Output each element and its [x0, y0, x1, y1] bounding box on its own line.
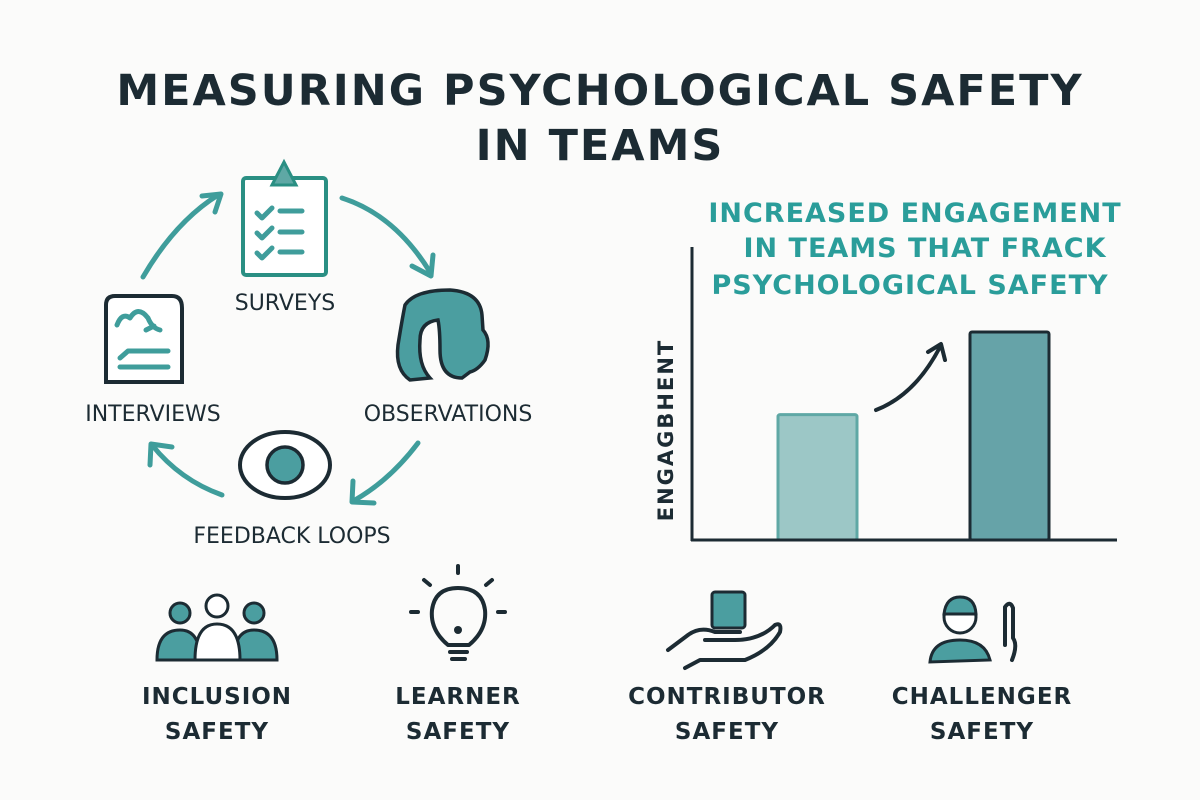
y-axis-label: ENGAGBHENT — [654, 339, 678, 521]
chart-title-line2: IN TEAMS THAT FRACK — [743, 233, 1106, 264]
bar-chart: INCREASED ENGAGEMENT IN TEAMS THAT FRACK… — [654, 198, 1121, 542]
arrowhead-icon — [409, 252, 436, 279]
safety-challenger-line1: CHALLENGER — [892, 684, 1073, 710]
bar-1 — [776, 413, 859, 542]
document-icon — [104, 294, 184, 384]
safety-learner-line1: LEARNER — [395, 684, 521, 710]
hand-with-block-icon — [666, 590, 783, 670]
head-profile-icon — [395, 288, 490, 382]
cycle-label-observations: OBSERVATIONS — [364, 402, 533, 427]
arrow-observations-to-feedback — [352, 440, 421, 503]
safety-challenger-line2: SAFETY — [930, 719, 1034, 745]
page-title-line1: MEASURING PSYCHOLOGICAL SAFETY — [116, 66, 1083, 116]
arrow-surveys-to-observations — [339, 195, 433, 275]
lightbulb-icon — [409, 564, 507, 661]
page-title-line2: IN TEAMS — [476, 121, 725, 171]
cycle-label-interviews: INTERVIEWS — [85, 402, 221, 427]
arrowhead-icon — [147, 441, 175, 468]
clipboard-checklist-icon — [241, 158, 328, 277]
arrow-interviews-to-surveys — [140, 192, 221, 280]
safety-contributor-line1: CONTRIBUTOR — [628, 684, 826, 710]
group-icon — [155, 593, 279, 662]
safety-contributor-line2: SAFETY — [675, 719, 779, 745]
arrow-feedback-to-interviews — [149, 442, 225, 498]
person-raising-finger-icon — [928, 595, 1018, 664]
arrowhead-icon — [199, 191, 224, 215]
upward-arrow-icon — [874, 342, 947, 412]
eye-icon — [238, 430, 332, 500]
cycle-arrows — [140, 191, 436, 506]
cycle-label-surveys: SURVEYS — [235, 291, 336, 316]
safety-learner-line2: SAFETY — [406, 719, 510, 745]
cycle-label-feedback-loops: FEEDBACK LOOPS — [193, 524, 390, 549]
arrowhead-icon — [349, 478, 377, 506]
safety-inclusion-line1: INCLUSION — [142, 684, 292, 710]
safety-inclusion-line2: SAFETY — [165, 719, 269, 745]
bar-2 — [968, 330, 1051, 542]
chart-title-line3: PSYCHOLOGICAL SAFETY — [711, 270, 1108, 301]
chart-title-line1: INCREASED ENGAGEMENT — [708, 198, 1121, 229]
